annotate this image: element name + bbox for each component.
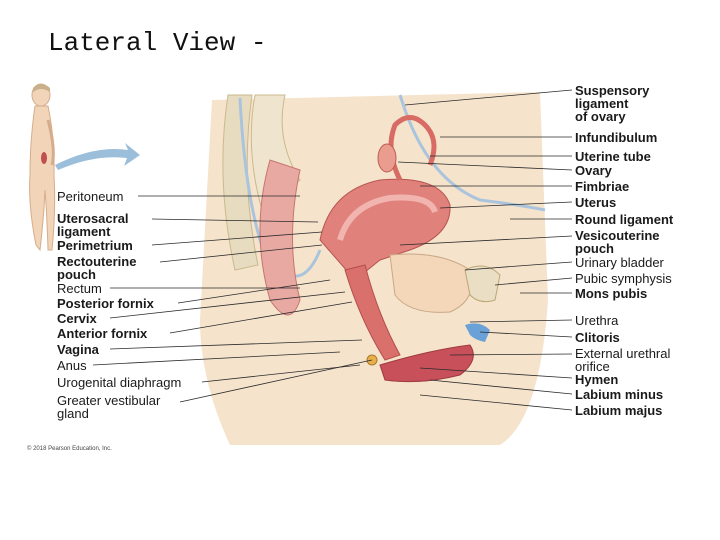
label-mons-pubis: Mons pubis	[575, 286, 648, 301]
label-clitoris: Clitoris	[575, 330, 620, 345]
label-vagina: Vagina	[57, 342, 99, 357]
body-silhouette	[29, 83, 56, 252]
label-anus: Anus	[57, 358, 87, 373]
label-rectum: Rectum	[57, 281, 102, 296]
label-urethra: Urethra	[575, 313, 619, 328]
label-round-ligament: Round ligament	[575, 212, 674, 227]
label-infundibulum: Infundibulum	[575, 130, 658, 145]
label-greater-vestibular-gland: Greater vestibular gland	[57, 393, 161, 421]
label-uterosacral-ligament: Uterosacral ligament	[57, 211, 129, 239]
label-rectouterine-pouch: Rectouterine pouch	[57, 254, 137, 282]
label-vesicouterine-pouch: Vesicouterine pouch	[575, 228, 660, 256]
label-ovary: Ovary	[575, 163, 612, 178]
label-hymen: Hymen	[575, 372, 619, 387]
label-uterus: Uterus	[575, 195, 617, 210]
label-labium-majus: Labium majus	[575, 403, 663, 418]
label-perimetrium: Perimetrium	[57, 238, 133, 253]
copyright-credit: © 2018 Pearson Education, Inc.	[27, 446, 112, 452]
label-external-urethral-orifice: External urethral orifice	[575, 346, 671, 374]
arrow-icon	[55, 143, 140, 170]
label-peritoneum: Peritoneum	[57, 189, 124, 204]
label-labium-minus: Labium minus	[575, 387, 664, 402]
label-pubic-symphysis: Pubic symphysis	[575, 271, 672, 286]
label-urinary-bladder: Urinary bladder	[575, 255, 664, 270]
label-uterine-tube: Uterine tube	[575, 149, 651, 164]
label-cervix: Cervix	[57, 311, 97, 326]
leader-lines	[92, 89, 573, 411]
label-posterior-fornix: Posterior fornix	[57, 296, 154, 311]
label-urogenital-diaphragm: Urogenital diaphragm	[57, 375, 182, 390]
label-fimbriae: Fimbriae	[575, 179, 630, 194]
label-suspensory-ligament: Suspensory ligament of ovary	[575, 83, 650, 124]
label-anterior-fornix: Anterior fornix	[57, 326, 148, 341]
slide-title: Lateral View -	[48, 28, 267, 58]
pelvis-illustration	[200, 92, 548, 445]
